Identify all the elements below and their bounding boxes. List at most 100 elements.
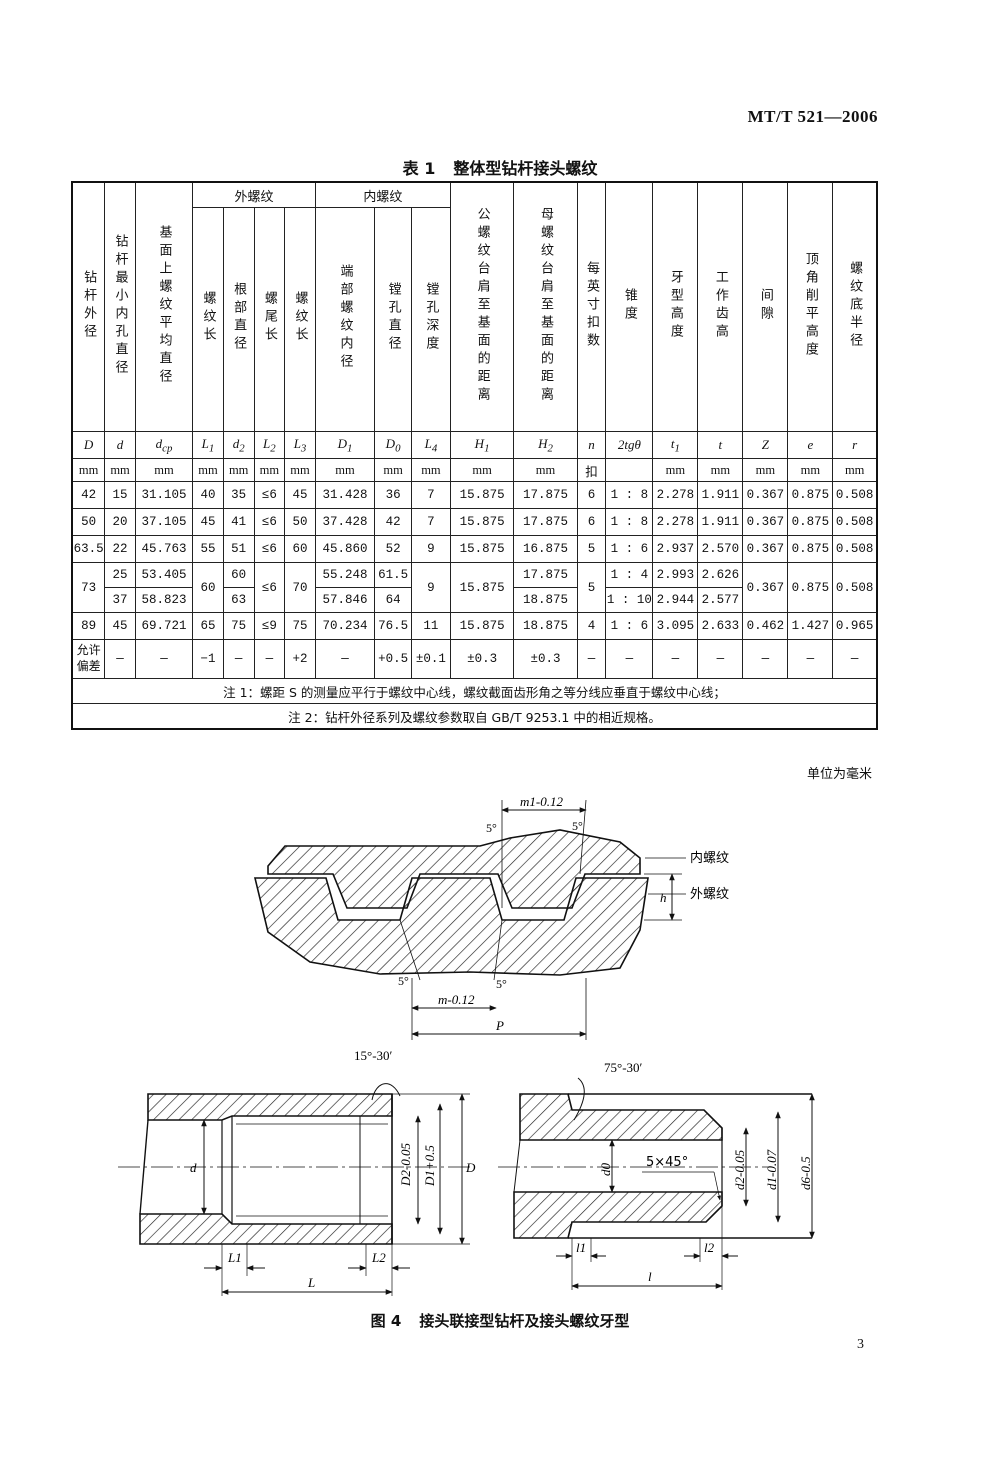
table-cell: 73 <box>71 562 106 613</box>
group-inner-thread: 内螺纹 <box>314 181 451 209</box>
col-header: 锥度 <box>605 181 654 432</box>
col-header: 端部螺纹内径 <box>314 207 376 432</box>
col-header-label: 端部螺纹内径 <box>337 264 353 373</box>
label-75deg: 75°-30′ <box>604 1060 643 1075</box>
col-unit: mm <box>449 458 515 482</box>
table-cell: 0.367 <box>742 508 789 536</box>
col-unit: mm <box>374 458 412 482</box>
col-header-label: 锥度 <box>621 287 637 324</box>
label-D2: D2-0.05 <box>398 1143 413 1187</box>
label-m: m-0.12 <box>438 992 475 1007</box>
tolerance-cell: — <box>742 639 789 679</box>
tolerance-cell: — <box>652 639 699 679</box>
tolerance-cell: — <box>134 639 194 679</box>
label-15deg: 15°-30′ <box>354 1048 393 1063</box>
female-joint-section: d0 d2-0.05 d1-0.07 d6-0.5 5×45° 75°-30′ … <box>498 1060 815 1290</box>
female-joint-upper-wall <box>519 1093 723 1141</box>
col-unit: mm <box>253 458 286 482</box>
col-header: 镗孔深度 <box>410 207 451 432</box>
table-cell: 0.367 <box>742 535 789 563</box>
col-header: 每英寸扣数 <box>576 181 607 432</box>
tolerance-cell: ±0.3 <box>449 639 515 679</box>
table-note: 注 2：钻杆外径系列及螺纹参数取自 GB/T 9253.1 中的相近规格。 <box>71 703 878 730</box>
col-header-label: 工作齿高 <box>712 269 728 342</box>
col-header: 镗孔直径 <box>374 207 412 432</box>
table-cell: 75 <box>284 612 316 640</box>
table-cell: 51 <box>222 535 255 563</box>
tolerance-cell: — <box>104 639 136 679</box>
tolerance-cell: −1 <box>192 639 224 679</box>
col-unit: 扣 <box>576 458 607 482</box>
col-header-label: 每英寸扣数 <box>584 260 599 351</box>
col-header: 螺纹底半径 <box>832 181 878 432</box>
table-cell: 0.367 <box>742 562 789 613</box>
table-cell: 18.875 <box>513 612 578 640</box>
table-cell: 0.508 <box>832 508 878 536</box>
table-cell: 37.428 <box>314 508 376 536</box>
table-cell: 35 <box>222 481 255 509</box>
table-cell: 2.626 <box>697 562 744 588</box>
label-5deg-top-right: 5° <box>572 819 583 833</box>
col-unit: mm <box>697 458 744 482</box>
label-d: d <box>190 1160 197 1175</box>
col-header-label: 母螺纹台肩至基面的距离 <box>537 206 553 405</box>
col-symbol: H1 <box>449 431 515 459</box>
table-cell: 0.508 <box>832 535 878 563</box>
label-l2: l2 <box>704 1240 715 1255</box>
col-header: 顶角削平高度 <box>787 181 834 432</box>
table-cell: 42 <box>374 508 412 536</box>
col-header: 根部直径 <box>222 207 255 432</box>
header-row-groups: 钻杆外径钻杆最小内孔直径基面上螺纹平均直径外螺纹内螺纹公螺纹台肩至基面的距离母螺… <box>71 181 878 432</box>
label-5deg-bottom-right: 5° <box>496 977 507 991</box>
figure-caption-title: 接头联接型钻杆及接头螺纹牙型 <box>419 1312 630 1330</box>
table-cell: 18.875 <box>513 587 578 613</box>
label-h: h <box>660 890 667 905</box>
col-unit: mm <box>832 458 878 482</box>
col-header-label: 镗孔直径 <box>385 282 401 355</box>
col-header-label: 螺纹长 <box>292 291 308 346</box>
col-header-label: 顶角削平高度 <box>802 251 818 360</box>
table-cell: 6 <box>576 481 607 509</box>
table-cell: 1 : 6 <box>605 612 654 640</box>
table-cell: 16.875 <box>513 535 578 563</box>
table-cell: 60 <box>222 562 255 588</box>
thread-spec-table: 钻杆外径钻杆最小内孔直径基面上螺纹平均直径外螺纹内螺纹公螺纹台肩至基面的距离母螺… <box>71 181 878 730</box>
table-cell: 0.462 <box>742 612 789 640</box>
male-joint-lower-wall <box>139 1213 393 1245</box>
col-symbol: D0 <box>374 431 412 459</box>
label-5deg-top-left: 5° <box>486 821 497 835</box>
table-cell: 31.428 <box>314 481 376 509</box>
label-d1: d1-0.07 <box>764 1149 779 1190</box>
table-cell: 2.570 <box>697 535 744 563</box>
table-cell: 41 <box>222 508 255 536</box>
table-cell: 1 : 6 <box>605 535 654 563</box>
table-cell: 45 <box>284 481 316 509</box>
col-symbol: D <box>71 431 106 459</box>
col-header-label: 钻杆外径 <box>81 269 97 342</box>
table-caption-title: 整体型钻杆接头螺纹 <box>453 159 598 178</box>
col-header: 工作齿高 <box>697 181 744 432</box>
label-outer-thread: 外螺纹 <box>690 887 729 902</box>
tolerance-label-text: 允许偏差 <box>76 643 101 673</box>
col-header-label: 螺纹底半径 <box>847 260 863 351</box>
col-symbol: D1 <box>314 431 376 459</box>
label-D1: D1+0.5 <box>422 1145 437 1187</box>
table-cell: 15.875 <box>449 612 515 640</box>
table-cell: 50 <box>284 508 316 536</box>
col-header-label: 钻杆最小内孔直径 <box>112 233 128 378</box>
col-unit: mm <box>314 458 376 482</box>
col-header: 公螺纹台肩至基面的距离 <box>449 181 515 432</box>
table-cell: 2.944 <box>652 587 699 613</box>
col-header-label: 牙型高度 <box>667 269 683 342</box>
tolerance-cell: ±0.3 <box>513 639 578 679</box>
table-cell: 69.721 <box>134 612 194 640</box>
label-L1-left: L1 <box>227 1250 242 1265</box>
table-cell: 0.965 <box>832 612 878 640</box>
label-d0: d0 <box>598 1163 613 1177</box>
